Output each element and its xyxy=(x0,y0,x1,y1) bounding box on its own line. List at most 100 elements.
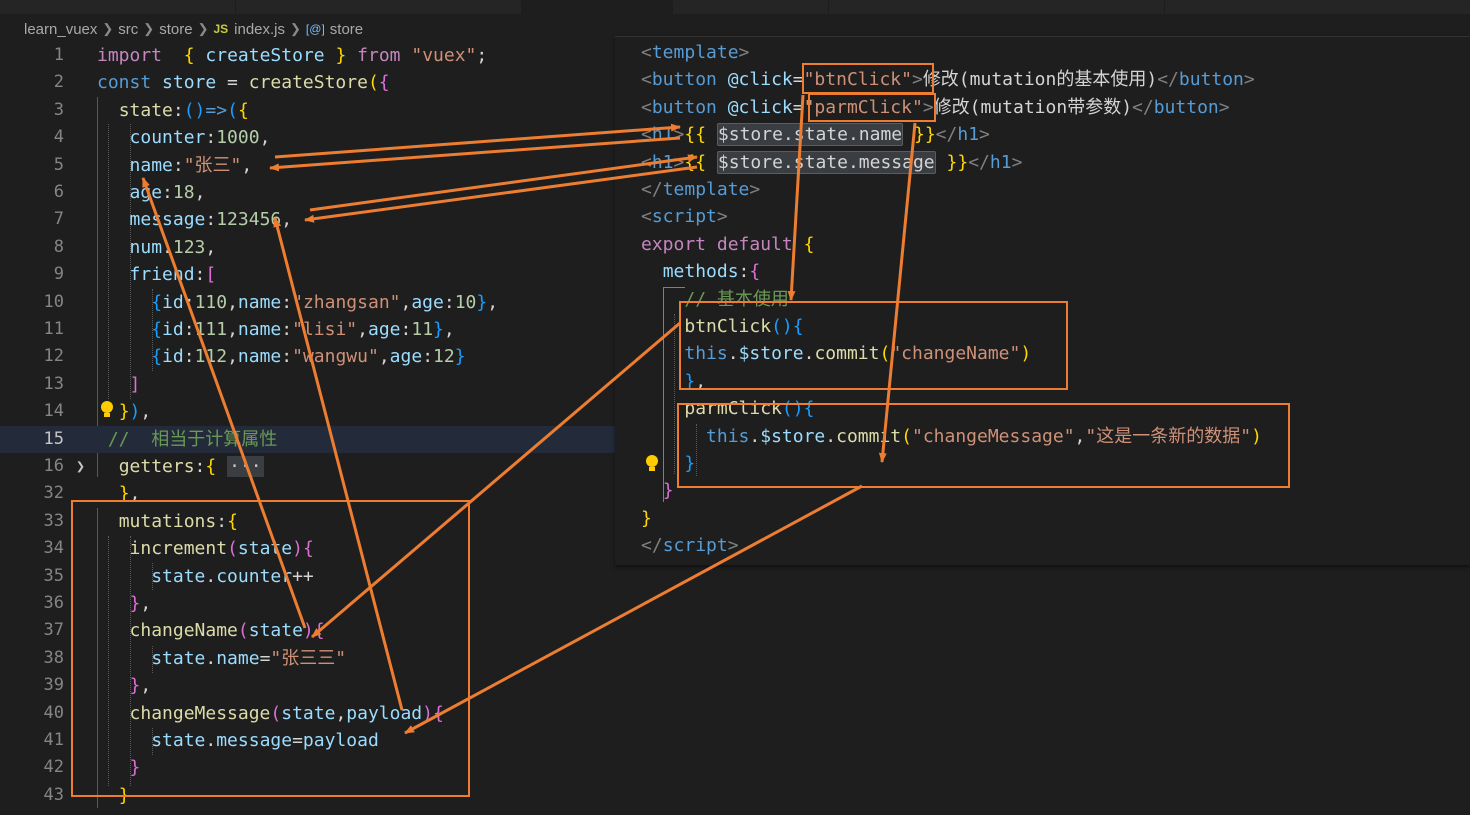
line-number: 2 xyxy=(53,72,64,93)
code-text: }, xyxy=(97,672,152,699)
editor-tab-strip xyxy=(0,0,1470,14)
indent-guide xyxy=(130,536,131,786)
code-token: } xyxy=(433,319,444,340)
indent-guide xyxy=(108,536,109,786)
code-token: // 相当于计算属性 xyxy=(107,428,278,450)
code-token: { xyxy=(792,316,804,337)
annotation-box-btnclick-attr xyxy=(802,63,934,94)
code-token: () xyxy=(771,316,793,337)
code-token: }} xyxy=(946,151,969,173)
snippet-code-line: export default { xyxy=(641,231,814,258)
code-token: 11 xyxy=(411,319,434,340)
code-token xyxy=(97,155,130,176)
code-token: "张三" xyxy=(183,154,242,176)
code-line[interactable]: 16❯ getters:{ ··· xyxy=(0,453,615,480)
editor-tab[interactable] xyxy=(236,0,522,14)
code-text: message:123456, xyxy=(97,206,293,233)
code-token: </ xyxy=(1132,96,1154,118)
code-token: = xyxy=(292,730,303,751)
editor-tab-active[interactable] xyxy=(522,0,673,14)
line-number: 42 xyxy=(43,757,64,778)
code-token xyxy=(641,480,663,501)
line-number: 34 xyxy=(43,538,64,559)
code-line[interactable]: 41 state.message=payload xyxy=(0,727,615,754)
code-token: : xyxy=(281,346,293,368)
editor-tab[interactable] xyxy=(673,0,829,14)
code-line[interactable]: 3 state:()=>({ xyxy=(0,97,615,124)
lightbulb-icon[interactable] xyxy=(101,401,113,418)
code-token: $store.state.name xyxy=(716,123,904,147)
code-token: </ xyxy=(641,179,663,200)
code-token: > xyxy=(1011,151,1023,173)
code-token: . xyxy=(749,425,761,447)
code-token: < xyxy=(641,69,652,91)
line-number: 8 xyxy=(53,236,64,257)
code-token: , xyxy=(357,319,368,340)
code-token: } xyxy=(684,370,696,392)
line-number: 33 xyxy=(43,510,64,531)
code-token: , xyxy=(140,675,152,697)
code-token: name xyxy=(216,647,260,669)
code-token: const xyxy=(97,72,152,94)
code-token: < xyxy=(641,206,652,228)
code-line[interactable]: 4 counter:1000, xyxy=(0,124,615,151)
editor-tab[interactable] xyxy=(1165,0,1470,14)
code-token: , xyxy=(241,154,253,176)
code-token xyxy=(346,45,357,66)
breadcrumb-item-symbol[interactable]: store xyxy=(329,20,364,38)
editor-tab[interactable] xyxy=(829,0,1165,14)
code-token: < xyxy=(641,151,652,173)
code-line[interactable]: 5 name:"张三", xyxy=(0,152,615,179)
code-line[interactable]: 10 {id:110,name:"zhangsan",age:10}, xyxy=(0,289,615,316)
lightbulb-icon[interactable] xyxy=(646,455,658,471)
code-line[interactable]: 39 }, xyxy=(0,672,615,699)
code-text: name:"张三", xyxy=(97,152,253,179)
line-number: 9 xyxy=(53,264,64,285)
symbol-variable-icon: [@] xyxy=(305,22,325,36)
line-number: 32 xyxy=(43,483,64,504)
indent-guide xyxy=(696,424,697,476)
code-token: 123456 xyxy=(216,209,282,231)
breadcrumb-item-project[interactable]: learn_vuex xyxy=(24,20,98,38)
code-token: </ xyxy=(641,535,663,557)
code-line[interactable]: 6 age:18, xyxy=(0,179,615,206)
code-token: </ xyxy=(968,151,990,173)
code-line[interactable]: 32 }, xyxy=(0,480,615,507)
code-line[interactable]: 14 }), xyxy=(0,398,615,425)
code-token xyxy=(641,261,663,282)
snippet-code-line: <template> xyxy=(641,39,749,66)
code-text: {id:111,name:"lisi",age:11}, xyxy=(97,316,455,343)
indent-guide xyxy=(663,287,685,288)
breadcrumb-item-store-folder[interactable]: store xyxy=(159,20,193,38)
code-line[interactable]: 12 {id:112,name:"wangwu",age:12} xyxy=(0,343,615,370)
code-token: . xyxy=(205,730,217,751)
line-number: 43 xyxy=(43,784,64,805)
javascript-file-icon: JS xyxy=(213,22,229,36)
code-line[interactable]: 15 // 相当于计算属性 xyxy=(0,425,615,453)
code-token: : xyxy=(205,127,217,149)
code-token: $store.state.message xyxy=(716,150,936,174)
code-token xyxy=(325,45,336,66)
editor-tab[interactable] xyxy=(0,0,236,14)
code-line[interactable]: 9 friend:[ xyxy=(0,261,615,288)
code-line[interactable]: 13 ] xyxy=(0,371,615,398)
breadcrumb-item-file[interactable]: index.js xyxy=(234,20,286,38)
code-token: id xyxy=(162,319,184,340)
code-token: </ xyxy=(935,124,958,146)
code-text: age:18, xyxy=(97,179,206,206)
code-token xyxy=(97,456,119,477)
snippet-code-line: <h1>{{ $store.state.message }}</h1> xyxy=(641,149,1022,176)
code-token: : xyxy=(738,261,750,283)
code-line[interactable]: 7 message:123456, xyxy=(0,206,615,233)
fold-chevron-right-icon[interactable]: ❯ xyxy=(76,457,86,475)
code-token: @click xyxy=(727,69,793,91)
code-line[interactable]: 11 {id:111,name:"lisi",age:11}, xyxy=(0,316,615,343)
breadcrumb-item-src[interactable]: src xyxy=(118,20,139,38)
code-text: counter:1000, xyxy=(97,124,271,151)
code-line[interactable]: 8 num:123, xyxy=(0,234,615,261)
code-token: } xyxy=(684,453,696,474)
code-line[interactable]: 42 } xyxy=(0,754,615,781)
code-token: ( xyxy=(270,702,282,724)
